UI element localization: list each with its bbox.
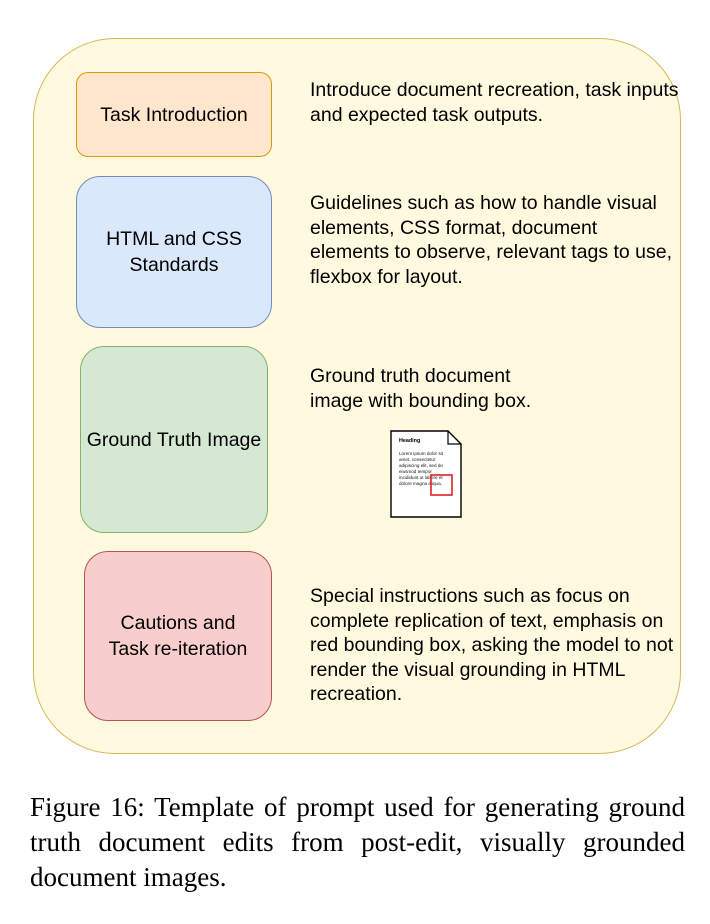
stage-label: Task Introduction [100,103,248,126]
stage-ground-truth-image: Ground Truth Image [80,346,268,533]
doc-heading: Heading [399,438,420,444]
stage-cautions-task-reiteration: Cautions and Task re-iteration [84,551,272,721]
stage-label: HTML and CSS Standards [106,228,242,276]
document-fold [447,431,461,445]
stage-html-css-standards: HTML and CSS Standards [76,176,272,328]
stage-description-html-css-standards: Guidelines such as how to handle visual … [310,192,673,288]
figure-caption: Figure 16: Template of prompt used for g… [30,792,685,892]
doc-line: amet, consectetur [399,457,436,462]
doc-line: eiusmod tempor [399,469,432,474]
red-bounding-box [430,474,453,496]
doc-line: incididunt ut labore et [399,475,443,480]
doc-line: dolore magna aliqua. [399,481,442,486]
document-icon: Heading Lorem ipsum dolor sit amet, cons… [390,430,462,518]
doc-line: adipiscing elit, sed do [399,463,443,468]
stage-description-task-introduction: Introduce document recreation, task inpu… [310,79,679,126]
stage-label: Cautions and Task re-iteration [108,612,248,660]
stage-description-ground-truth-image: Ground truth document image with boundin… [310,365,532,412]
stage-task-introduction: Task Introduction [76,72,272,157]
stage-description-cautions: Special instructions such as focus on co… [310,585,674,705]
stage-label: Ground Truth Image [86,428,262,451]
doc-line: Lorem ipsum dolor sit [399,451,444,456]
